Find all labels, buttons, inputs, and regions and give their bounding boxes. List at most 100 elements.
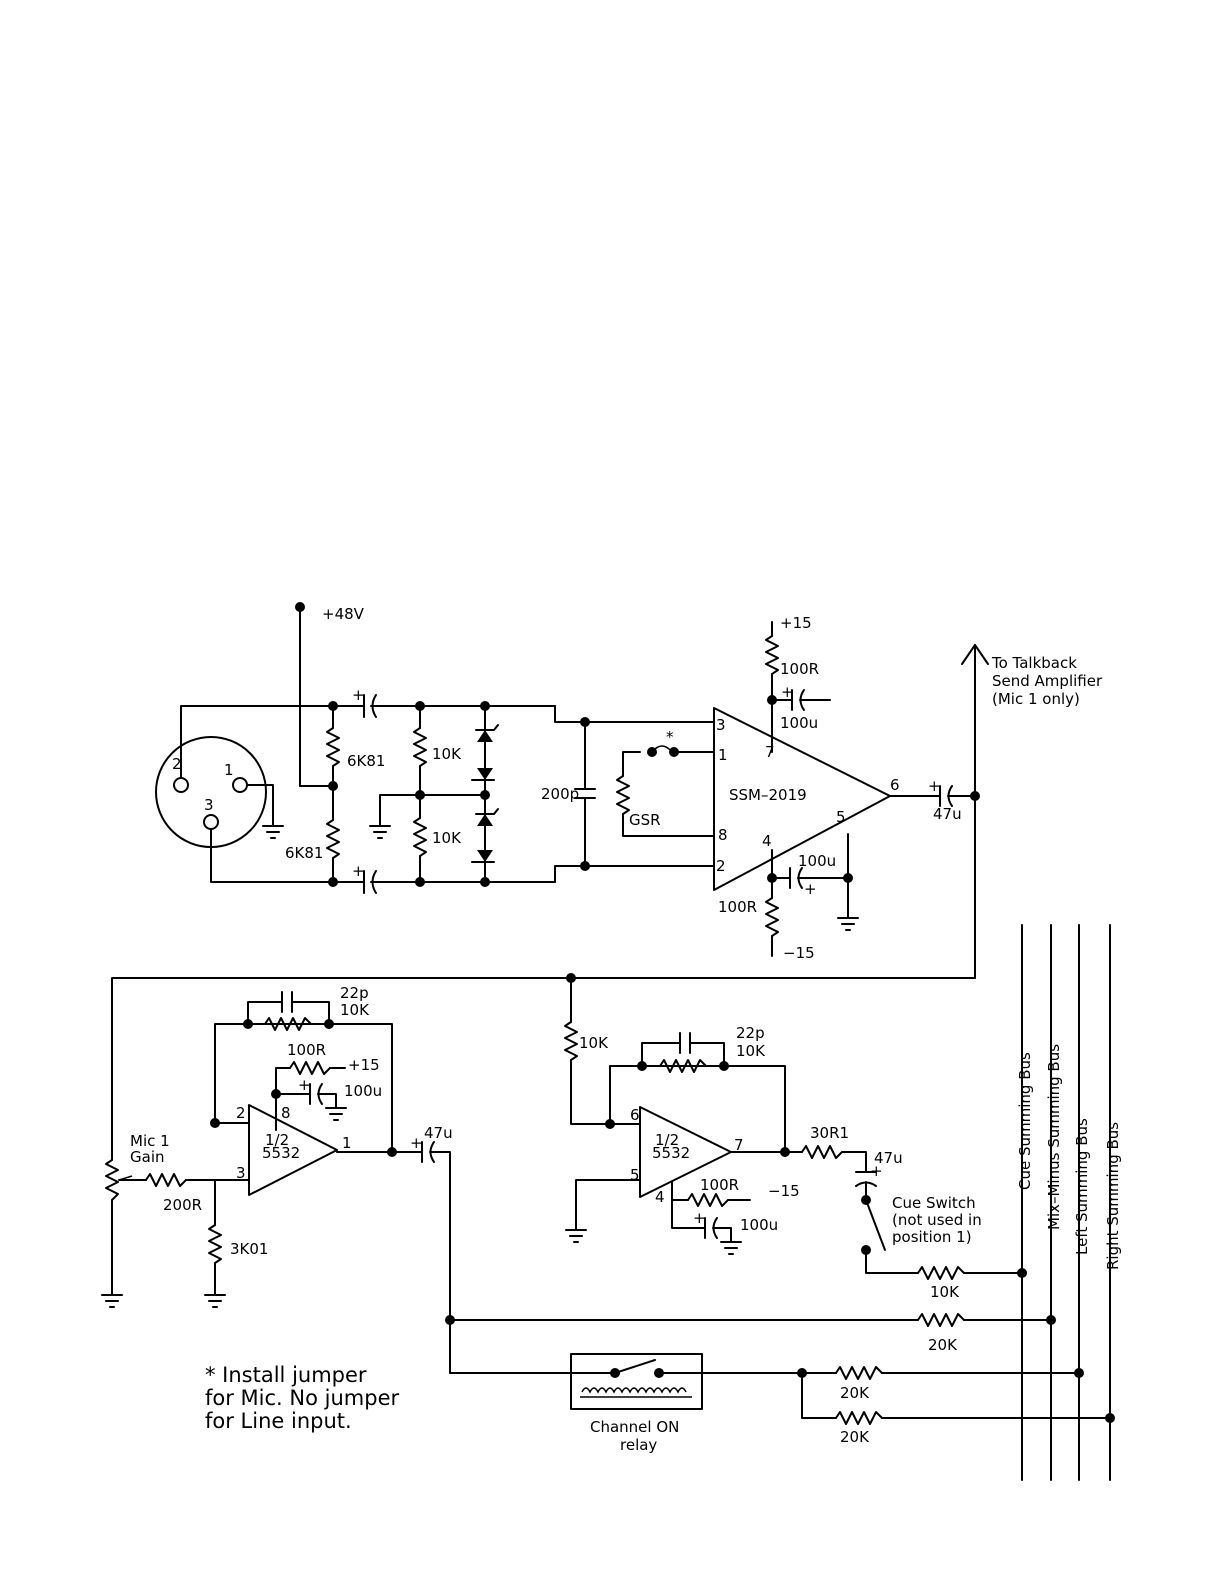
resistor-10k-top (413, 727, 427, 767)
opb-pin5: 5 (630, 1166, 640, 1184)
opa-c22p-label: 22p (340, 984, 369, 1002)
note-line-2: for Mic. No jumper (205, 1386, 399, 1410)
r-10k-top-label: 10K (432, 745, 462, 763)
ground-icon (720, 1241, 742, 1255)
r-10k-feed-label: 10K (579, 1034, 609, 1052)
ground-icon (837, 917, 859, 931)
ssm-pin5: 5 (836, 808, 846, 826)
resistor-gsr (616, 775, 630, 815)
resistor-10k-feed (564, 1021, 578, 1061)
xlr-pin2-label: 2 (172, 755, 182, 773)
opb-r10k-label: 10K (736, 1042, 766, 1060)
ssm-pin4: 4 (762, 832, 772, 850)
r-30r1-label: 30R1 (810, 1124, 849, 1142)
opb-half: 1/2 (655, 1131, 679, 1149)
resistor-30r1 (801, 1145, 843, 1159)
ground-icon (204, 1294, 226, 1308)
bus-cue-label: Cue Summing Bus (1016, 1052, 1034, 1190)
install-note: * Install jumper for Mic. No jumper for … (205, 1363, 399, 1433)
opa-half: 1/2 (265, 1131, 289, 1149)
bus-routing: 20K Channel ON relay 20K 20K (445, 924, 1122, 1481)
opb-c100u-label: 100u (740, 1216, 778, 1234)
svg-text:+: + (298, 1076, 311, 1094)
opa-pin3: 3 (236, 1164, 246, 1182)
cue-switch[interactable] (861, 1195, 886, 1255)
opa-name: 5532 (262, 1144, 300, 1162)
c-47u-cue-label: 47u (874, 1149, 903, 1167)
svg-text:+: + (352, 862, 365, 880)
ssm2019-amplifier (713, 707, 891, 891)
resistor-10k-cue (917, 1266, 965, 1280)
c-100u-top-label: 100u (780, 714, 818, 732)
opb-pin4: 4 (655, 1188, 665, 1206)
opb-neg15-label: −15 (768, 1182, 800, 1200)
ssm-pin8: 8 (718, 826, 728, 844)
supply-neg15-bottom: −15 (783, 944, 815, 962)
svg-text:+: + (781, 683, 794, 701)
opb-r100r-label: 100R (700, 1176, 739, 1194)
c-200p-label: 200p (541, 785, 579, 803)
svg-text:+: + (693, 1209, 706, 1227)
r-200r-label: 200R (163, 1196, 202, 1214)
r-20k-right-label: 20K (840, 1428, 870, 1446)
resistor-20k-mixminus (917, 1313, 965, 1327)
relay-label-1: Channel ON (590, 1418, 679, 1436)
mic-gain-potentiometer[interactable] (105, 1159, 119, 1201)
svg-text:+: + (410, 1134, 423, 1152)
note-line-3: for Line input. (205, 1409, 352, 1433)
channel-on-relay (570, 1353, 703, 1410)
opa-r100r-label: 100R (287, 1041, 326, 1059)
opa-pin1: 1 (342, 1134, 352, 1152)
phantom-48v-label: +48V (322, 605, 365, 623)
resistor-20k-left (835, 1366, 883, 1380)
opa-c100u-label: 100u (344, 1082, 382, 1100)
gsr-label: GSR (629, 811, 661, 829)
resistor-20k-right (835, 1411, 883, 1425)
ssm-pin3: 3 (716, 716, 726, 734)
ground-icon (262, 825, 284, 839)
r-6k81-bottom-label: 6K81 (285, 844, 323, 862)
mic-gain-label-2: Gain (130, 1148, 165, 1166)
resistor-10k-feedback-a (264, 1017, 312, 1031)
cue-switch-label-2: (not used in (892, 1211, 982, 1229)
relay-label-2: relay (620, 1436, 657, 1454)
bus-mixminus-label: Mix–Minus Summing Bus (1045, 1044, 1063, 1230)
r-10k-bottom-label: 10K (432, 829, 462, 847)
ground-icon (101, 1294, 123, 1308)
resistor-10k-feedback-b (659, 1059, 707, 1073)
opamp-5532-a (248, 1104, 338, 1196)
supply-pos15-top: +15 (780, 614, 812, 632)
talkback-label-3: (Mic 1 only) (992, 690, 1080, 708)
opb-pin7: 7 (734, 1136, 744, 1154)
note-line-1: * Install jumper (205, 1363, 367, 1387)
opb-c22p-label: 22p (736, 1024, 765, 1042)
opa-pin2: 2 (236, 1104, 246, 1122)
cue-switch-label-1: Cue Switch (892, 1194, 976, 1212)
xlr-pin3-label: 3 (204, 796, 214, 814)
resistor-200r (145, 1173, 187, 1187)
zener-diode-1 (475, 724, 499, 742)
ssm-pin7: 7 (765, 743, 775, 761)
gain-stage: Mic 1 Gain 200R 3K01 22p 10K 100R +15 (101, 984, 453, 1374)
talkback-label-1: To Talkback (991, 654, 1077, 672)
zener-diode-3 (475, 808, 499, 826)
resistor-6k81-top (326, 727, 340, 767)
resistor-6k81-bottom (326, 819, 340, 859)
svg-text:+: + (352, 686, 365, 704)
r-3k01-label: 3K01 (230, 1240, 268, 1258)
r-20k-mixminus-label: 20K (928, 1336, 958, 1354)
bus-left-label: Left Summing Bus (1073, 1118, 1091, 1255)
mic-preamp-stage: +48V 2 1 3 6K81 6K81 (155, 602, 1103, 979)
opa-pos15-label: +15 (348, 1056, 380, 1074)
opamp-5532-b (639, 1106, 732, 1198)
opa-pin8: 8 (281, 1104, 291, 1122)
mic-gain-label-1: Mic 1 (130, 1132, 170, 1150)
ground-icon (565, 1229, 587, 1243)
r-100r-top-label: 100R (780, 660, 819, 678)
opb-pin6: 6 (630, 1106, 640, 1124)
svg-text:+: + (928, 777, 941, 795)
resistor-3k01 (208, 1224, 222, 1264)
ssm-pin1: 1 (718, 746, 728, 764)
ground-icon (325, 1107, 347, 1121)
